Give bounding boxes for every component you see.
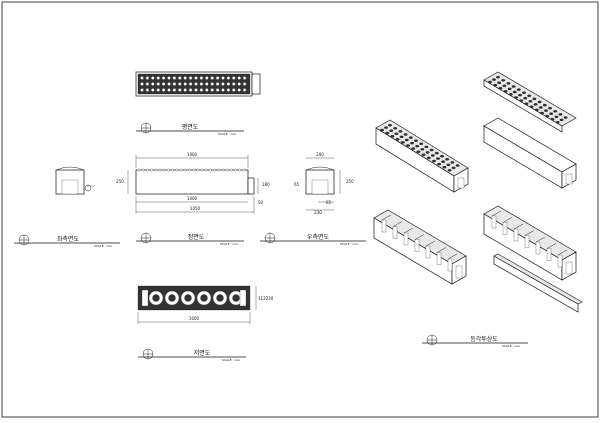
side-left-offset: 65 (294, 182, 300, 187)
front-top-length: 1000 (187, 152, 198, 157)
front-total-length: 1050 (190, 206, 201, 211)
front-title: 정면도 (188, 233, 205, 241)
front-scale: SCALE : non (220, 242, 238, 246)
left-side-title: 좌측면도 (57, 235, 80, 243)
iso-channel-bottom-left (373, 209, 467, 285)
front-title-block: 정면도 SCALE : non (136, 232, 244, 246)
bottom-height: 112230 (258, 296, 274, 301)
right-side-view: 200 250 65 65 230 (294, 152, 354, 215)
isometric-scale: SCALE : non (502, 344, 520, 348)
side-top-width: 200 (316, 152, 324, 157)
iso-block-top (375, 119, 469, 193)
right-side-title: 우측면도 (307, 233, 330, 241)
front-height-right: 180 (262, 182, 270, 187)
isometric-title: 등각투상도 (470, 335, 498, 343)
bottom-view: 112230 1000 (137, 285, 274, 324)
plan-title: 평면도 (182, 123, 199, 131)
plan-title-block: 평면도 SCALE : non (136, 122, 244, 136)
right-side-title-block: 우측면도 SCALE : non (260, 232, 366, 246)
front-height-left: 250 (116, 179, 124, 184)
front-end-offset: 50 (258, 200, 264, 205)
side-right-offset: 65 (326, 200, 332, 205)
plan-scale: SCALE : non (218, 132, 236, 136)
bottom-scale: SCALE : non (222, 358, 240, 362)
bottom-title-block: 저면도 SCALE : non (138, 348, 246, 362)
left-side-scale: SCALE : non (94, 244, 112, 248)
side-bottom-width: 230 (314, 210, 322, 215)
front-bottom-length: 1000 (187, 196, 198, 201)
right-side-scale: SCALE : non (340, 242, 358, 246)
plan-view (135, 71, 261, 97)
front-view: 1000 250 180 1000 50 1050 (116, 152, 270, 214)
left-side-title-block: 좌측면도 SCALE : non (14, 234, 120, 248)
isometric-title-block: 등각투상도 SCALE : non (422, 334, 528, 348)
bottom-title: 저면도 (194, 349, 211, 357)
left-side-view (55, 166, 95, 195)
bottom-length: 1000 (189, 316, 200, 321)
iso-exploded-top (483, 71, 577, 189)
side-height: 250 (346, 179, 354, 184)
iso-channel-bottom-right (483, 205, 583, 313)
